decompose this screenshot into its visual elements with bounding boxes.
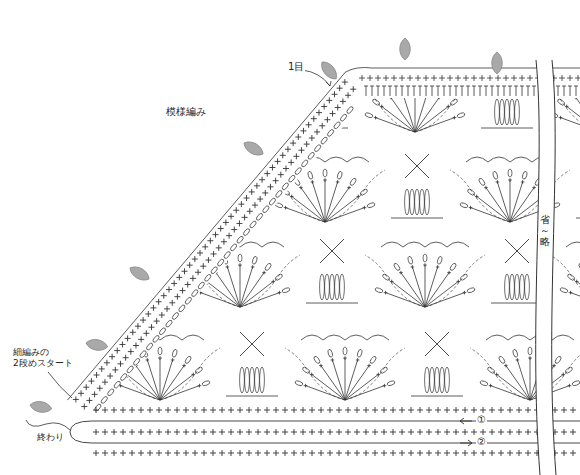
leaf-motif xyxy=(318,59,340,83)
omission-break xyxy=(536,60,556,475)
leaf-motifs xyxy=(29,38,502,414)
chart-label: 終わり xyxy=(36,432,65,443)
chart-label: 1目 xyxy=(287,61,305,73)
bottom-rows xyxy=(70,407,580,456)
chart-label: 細編みの 2段めスタート xyxy=(12,347,80,369)
vertical-note: 省～略 xyxy=(540,212,550,249)
chart-label: 模様編み xyxy=(165,106,207,118)
leaf-motif xyxy=(492,52,503,74)
leaf-motif xyxy=(400,38,411,60)
leaf-motif xyxy=(127,263,151,283)
leaf-motif xyxy=(241,138,265,158)
leaf-motif xyxy=(29,400,52,414)
border-stitches xyxy=(67,68,580,412)
row-number: ① xyxy=(476,414,487,426)
leader-lines xyxy=(26,70,331,430)
leaf-motif xyxy=(85,338,108,352)
row-number: ② xyxy=(476,436,487,448)
pineapple-pattern xyxy=(0,64,580,400)
